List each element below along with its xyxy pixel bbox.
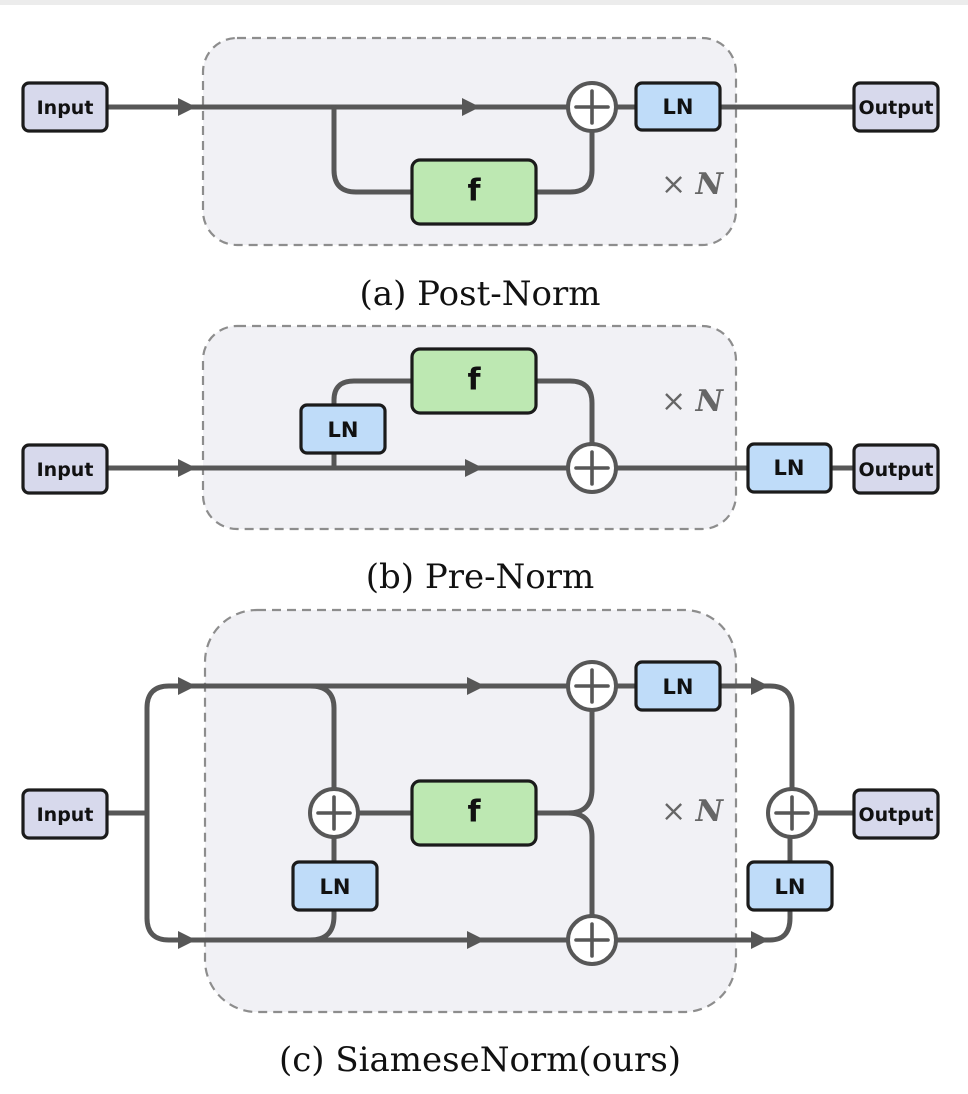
layernorm-block-outer: LN: [746, 442, 833, 494]
input-node: Input: [21, 443, 109, 495]
arrow-icon: [751, 931, 769, 949]
layernorm-label: LN: [320, 875, 351, 899]
bottom-out-wire: [614, 909, 793, 943]
repeat-count: × N: [661, 167, 725, 202]
function-block: f: [410, 158, 538, 226]
function-block: f: [410, 347, 538, 415]
top-strip: [0, 0, 968, 5]
layernorm-label: LN: [663, 675, 694, 699]
panel-siamese-norm: Input LN LN: [21, 608, 940, 1080]
output-node: Output: [852, 443, 940, 495]
output-label: Output: [859, 459, 934, 481]
output-label: Output: [859, 804, 934, 826]
caption-pre-norm: (b) Pre-Norm: [366, 557, 595, 597]
arrow-icon: [465, 459, 483, 477]
caption-siamese-norm: (c) SiameseNorm(ours): [279, 1040, 681, 1080]
arrow-icon: [178, 98, 196, 116]
layernorm-block-outer: LN: [746, 860, 834, 912]
layernorm-block-inner: LN: [299, 403, 387, 455]
panel-post-norm: Input f LN Output × N (a) Post-Norm: [21, 36, 940, 314]
input-node: Input: [21, 81, 109, 133]
output-label: Output: [859, 97, 934, 119]
repeat-count: × N: [661, 794, 725, 829]
layernorm-block: LN: [634, 81, 722, 132]
sum-node-icon: [566, 914, 618, 966]
repeat-count: × N: [661, 384, 725, 419]
input-label: Input: [37, 97, 94, 119]
bottom-stream-wire: [144, 810, 571, 943]
input-label: Input: [37, 804, 94, 826]
arrow-icon: [178, 459, 196, 477]
arrow-icon: [751, 677, 769, 695]
layernorm-block-top: LN: [634, 660, 722, 712]
layernorm-block-inner: LN: [291, 860, 379, 912]
caption-post-norm: (a) Post-Norm: [360, 274, 601, 314]
top-stream-wire: [144, 683, 571, 921]
sum-node-icon: [566, 81, 618, 133]
layernorm-label: LN: [774, 456, 805, 480]
branch-wire-out: [534, 378, 595, 447]
branch-wire-in: [331, 378, 415, 407]
arrow-icon: [467, 677, 485, 695]
top-out-wire: [717, 683, 795, 792]
arrow-icon: [462, 98, 480, 116]
input-node: Input: [21, 788, 109, 840]
layernorm-label: LN: [775, 875, 806, 899]
function-label: f: [467, 363, 481, 398]
function-label: f: [467, 795, 481, 830]
arrow-icon: [178, 677, 196, 695]
input-label: Input: [37, 459, 94, 481]
sum-node-icon: [566, 442, 618, 494]
layernorm-label: LN: [663, 95, 694, 119]
function-block: f: [410, 779, 538, 847]
f-to-bottom-sum-wire: [565, 810, 595, 919]
output-node: Output: [852, 788, 940, 840]
arrow-icon: [467, 931, 485, 949]
sum-node-icon: [308, 787, 360, 839]
branch-wire-in: [331, 104, 415, 195]
function-label: f: [467, 174, 481, 209]
bottom-tap-wire: [307, 907, 337, 943]
top-tap-wire: [307, 683, 337, 791]
sum-node-icon: [766, 787, 818, 839]
sum-node-icon: [566, 660, 618, 712]
output-node: Output: [852, 81, 940, 133]
layernorm-label: LN: [328, 418, 359, 442]
branch-wire-out: [534, 129, 595, 195]
arrow-icon: [178, 931, 196, 949]
panel-pre-norm: Input LN f LN Output × N (b) Pre-Norm: [21, 324, 940, 597]
